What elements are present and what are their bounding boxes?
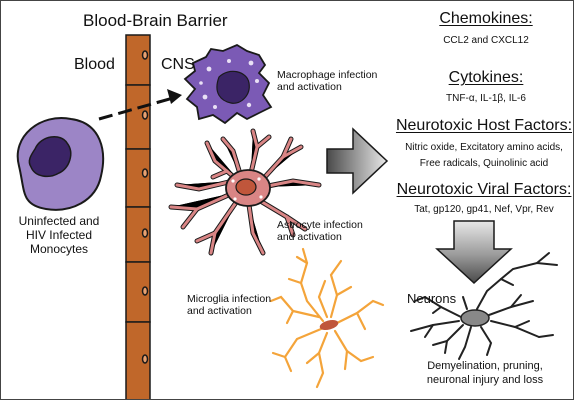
viral-factors-items: Tat, gp120, gp41, Nef, Vpr, Rev bbox=[414, 204, 554, 215]
monocytes-label-line-1: Uninfected and bbox=[18, 214, 100, 228]
microglia-cell bbox=[269, 247, 385, 389]
macrophage-label-line-1: Macrophage infection bbox=[277, 69, 378, 81]
neuron-arrow bbox=[435, 220, 513, 285]
neurons-label: Neurons bbox=[407, 291, 457, 306]
chemokines-heading: Chemokines: bbox=[439, 10, 533, 27]
macrophage-label: Macrophage infection and activation bbox=[277, 69, 377, 93]
host-factors-heading: Neurotoxic Host Factors: bbox=[395, 117, 573, 134]
macrophage-cell bbox=[183, 43, 273, 125]
astrocyte-label-line-1: Astrocyte infection bbox=[277, 219, 363, 231]
outcome-label-line-2: neuronal injury and loss bbox=[426, 374, 544, 387]
blood-label: Blood bbox=[74, 56, 115, 73]
barrier-column bbox=[125, 34, 151, 399]
cns-label: CNS bbox=[161, 56, 195, 73]
monocytes-label-line-3: Monocytes bbox=[29, 241, 89, 256]
factors-arrow bbox=[326, 127, 389, 195]
host-factors-line-1: Nitric oxide, Excitatory amino acids, bbox=[405, 142, 563, 153]
microglia-label: Microglia infection and activation bbox=[187, 293, 271, 317]
host-factors-items: Nitric oxide, Excitatory amino acids, Fr… bbox=[395, 140, 573, 171]
astrocyte-label-line-2: and activation bbox=[277, 231, 342, 244]
astrocyte-label: Astrocyte infection and activation bbox=[277, 219, 363, 243]
monocytes-label: Uninfected and HIV Infected Monocytes bbox=[5, 214, 113, 256]
neuron-cell bbox=[410, 252, 558, 360]
migration-arrow bbox=[98, 89, 182, 121]
astrocyte-cell bbox=[168, 128, 322, 256]
viral-factors-heading: Neurotoxic Viral Factors: bbox=[396, 181, 572, 198]
cytokines-items: TNF-α, IL-1β, IL-6 bbox=[446, 93, 526, 104]
chemokines-items: CCL2 and CXCL12 bbox=[443, 35, 529, 46]
monocytes-label-line-2: HIV Infected bbox=[25, 227, 93, 242]
outcome-label-line-1: Demyelination, pruning, bbox=[427, 360, 543, 372]
cytokines-heading: Cytokines: bbox=[448, 69, 524, 86]
microglia-label-line-2: and activation bbox=[187, 305, 252, 318]
microglia-label-line-1: Microglia infection bbox=[187, 293, 272, 305]
host-factors-line-2: Free radicals, Quinolinic acid bbox=[419, 157, 549, 169]
barrier-title: Blood-Brain Barrier bbox=[83, 11, 228, 30]
monocyte-cell bbox=[16, 117, 105, 211]
macrophage-label-line-2: and activation bbox=[277, 81, 342, 94]
outcome-label: Demyelination, pruning, neuronal injury … bbox=[405, 359, 565, 388]
